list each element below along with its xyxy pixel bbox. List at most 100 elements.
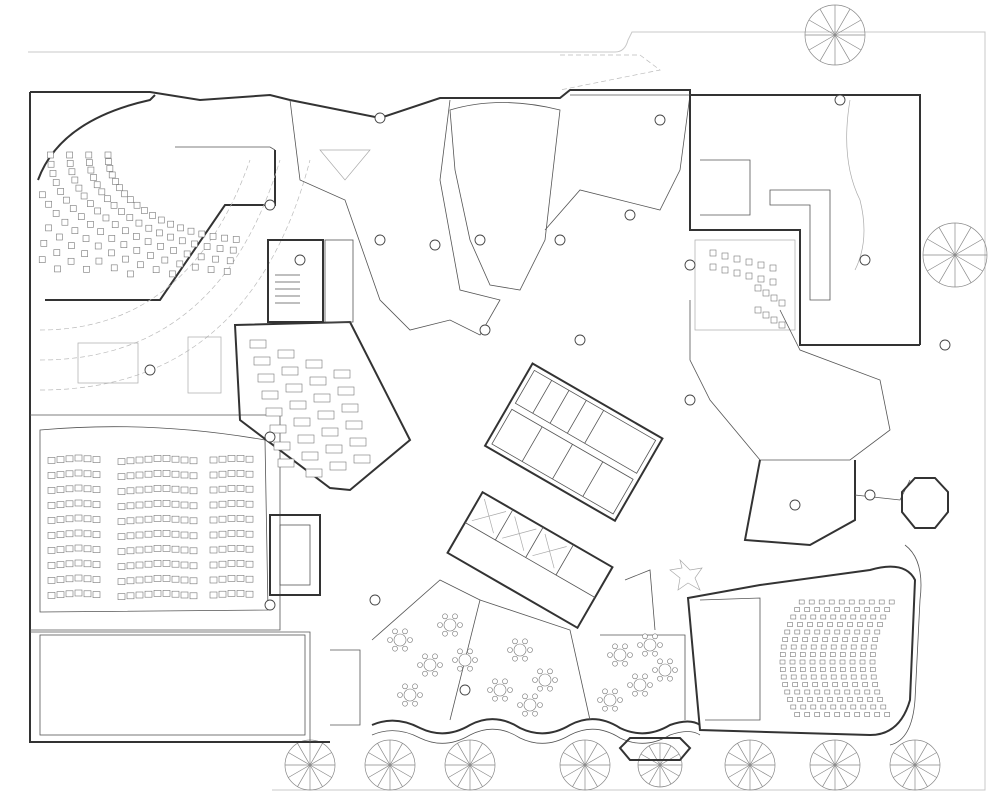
- seat: [74, 499, 83, 507]
- seat: [824, 629, 831, 635]
- seat: [877, 697, 883, 702]
- seat: [104, 151, 112, 159]
- seat: [120, 241, 128, 248]
- seat: [828, 599, 835, 605]
- seat: [126, 502, 135, 510]
- seat: [83, 500, 92, 508]
- seat: [162, 500, 171, 507]
- table: [277, 458, 295, 468]
- seat: [819, 667, 826, 672]
- tree-icon: [724, 739, 776, 791]
- dining-table: [627, 673, 653, 697]
- seat: [884, 712, 891, 717]
- seat: [860, 704, 867, 710]
- seat: [770, 294, 778, 302]
- table: [305, 359, 323, 369]
- seat: [782, 637, 789, 642]
- seat: [218, 590, 227, 598]
- seat: [859, 659, 866, 665]
- seat: [135, 546, 144, 554]
- seat: [849, 652, 856, 657]
- seat: [218, 515, 227, 523]
- seat: [849, 659, 856, 665]
- seat: [802, 682, 809, 687]
- seat: [47, 502, 56, 509]
- seat: [218, 575, 227, 583]
- seat: [126, 487, 135, 495]
- seat: [874, 689, 881, 695]
- seat: [153, 470, 162, 477]
- seat: [183, 250, 191, 258]
- seat: [162, 560, 171, 567]
- seat: [83, 545, 92, 553]
- seat: [83, 485, 92, 493]
- seat: [799, 652, 806, 657]
- seat: [144, 590, 153, 598]
- seat: [218, 530, 227, 538]
- seat: [171, 530, 180, 538]
- seat: [787, 622, 793, 627]
- seat: [191, 263, 199, 271]
- seat: [790, 674, 797, 680]
- seat: [840, 704, 847, 710]
- seat: [794, 629, 801, 635]
- seat: [769, 278, 777, 286]
- dining-table: [652, 658, 678, 682]
- seat: [126, 472, 135, 480]
- seat: [56, 486, 65, 493]
- seat: [74, 514, 83, 522]
- seat: [170, 247, 177, 254]
- seat: [171, 575, 180, 583]
- seat: [162, 455, 171, 462]
- seat: [852, 637, 859, 642]
- seat: [153, 575, 162, 582]
- seat: [245, 515, 254, 523]
- seat: [780, 674, 787, 680]
- seat: [144, 500, 153, 508]
- seat: [829, 652, 836, 657]
- seat: [854, 689, 861, 695]
- seat: [245, 470, 254, 478]
- seat: [157, 216, 165, 224]
- column: [789, 499, 801, 511]
- seat: [834, 712, 841, 717]
- column: [624, 209, 636, 221]
- seat: [780, 644, 787, 650]
- seat: [39, 191, 46, 199]
- seat: [834, 607, 841, 612]
- seat: [144, 470, 153, 478]
- seat: [824, 689, 831, 695]
- dining-table: [452, 648, 478, 672]
- dining-areas: [371, 558, 703, 761]
- seat: [830, 614, 837, 620]
- seat: [888, 599, 895, 605]
- seat: [189, 517, 198, 525]
- seat: [189, 532, 198, 540]
- seat: [757, 261, 765, 269]
- seat: [157, 243, 164, 250]
- seat: [117, 563, 126, 570]
- seat: [236, 515, 245, 522]
- seat: [810, 704, 817, 710]
- seat: [794, 712, 801, 717]
- seat: [858, 599, 865, 605]
- seat: [789, 659, 796, 665]
- seat: [144, 515, 153, 523]
- seat: [187, 227, 195, 235]
- seat: [153, 515, 162, 522]
- seat: [74, 454, 83, 462]
- seat: [135, 501, 144, 509]
- seat: [95, 257, 103, 265]
- table: [353, 454, 371, 464]
- seat: [245, 500, 254, 508]
- table: [305, 468, 323, 478]
- seat: [209, 546, 218, 554]
- seat: [798, 599, 805, 605]
- seat: [854, 607, 861, 612]
- seat: [209, 531, 218, 539]
- seat: [227, 530, 236, 537]
- seat: [65, 455, 74, 463]
- seat: [126, 547, 135, 555]
- seat: [56, 456, 65, 463]
- seat: [789, 667, 796, 672]
